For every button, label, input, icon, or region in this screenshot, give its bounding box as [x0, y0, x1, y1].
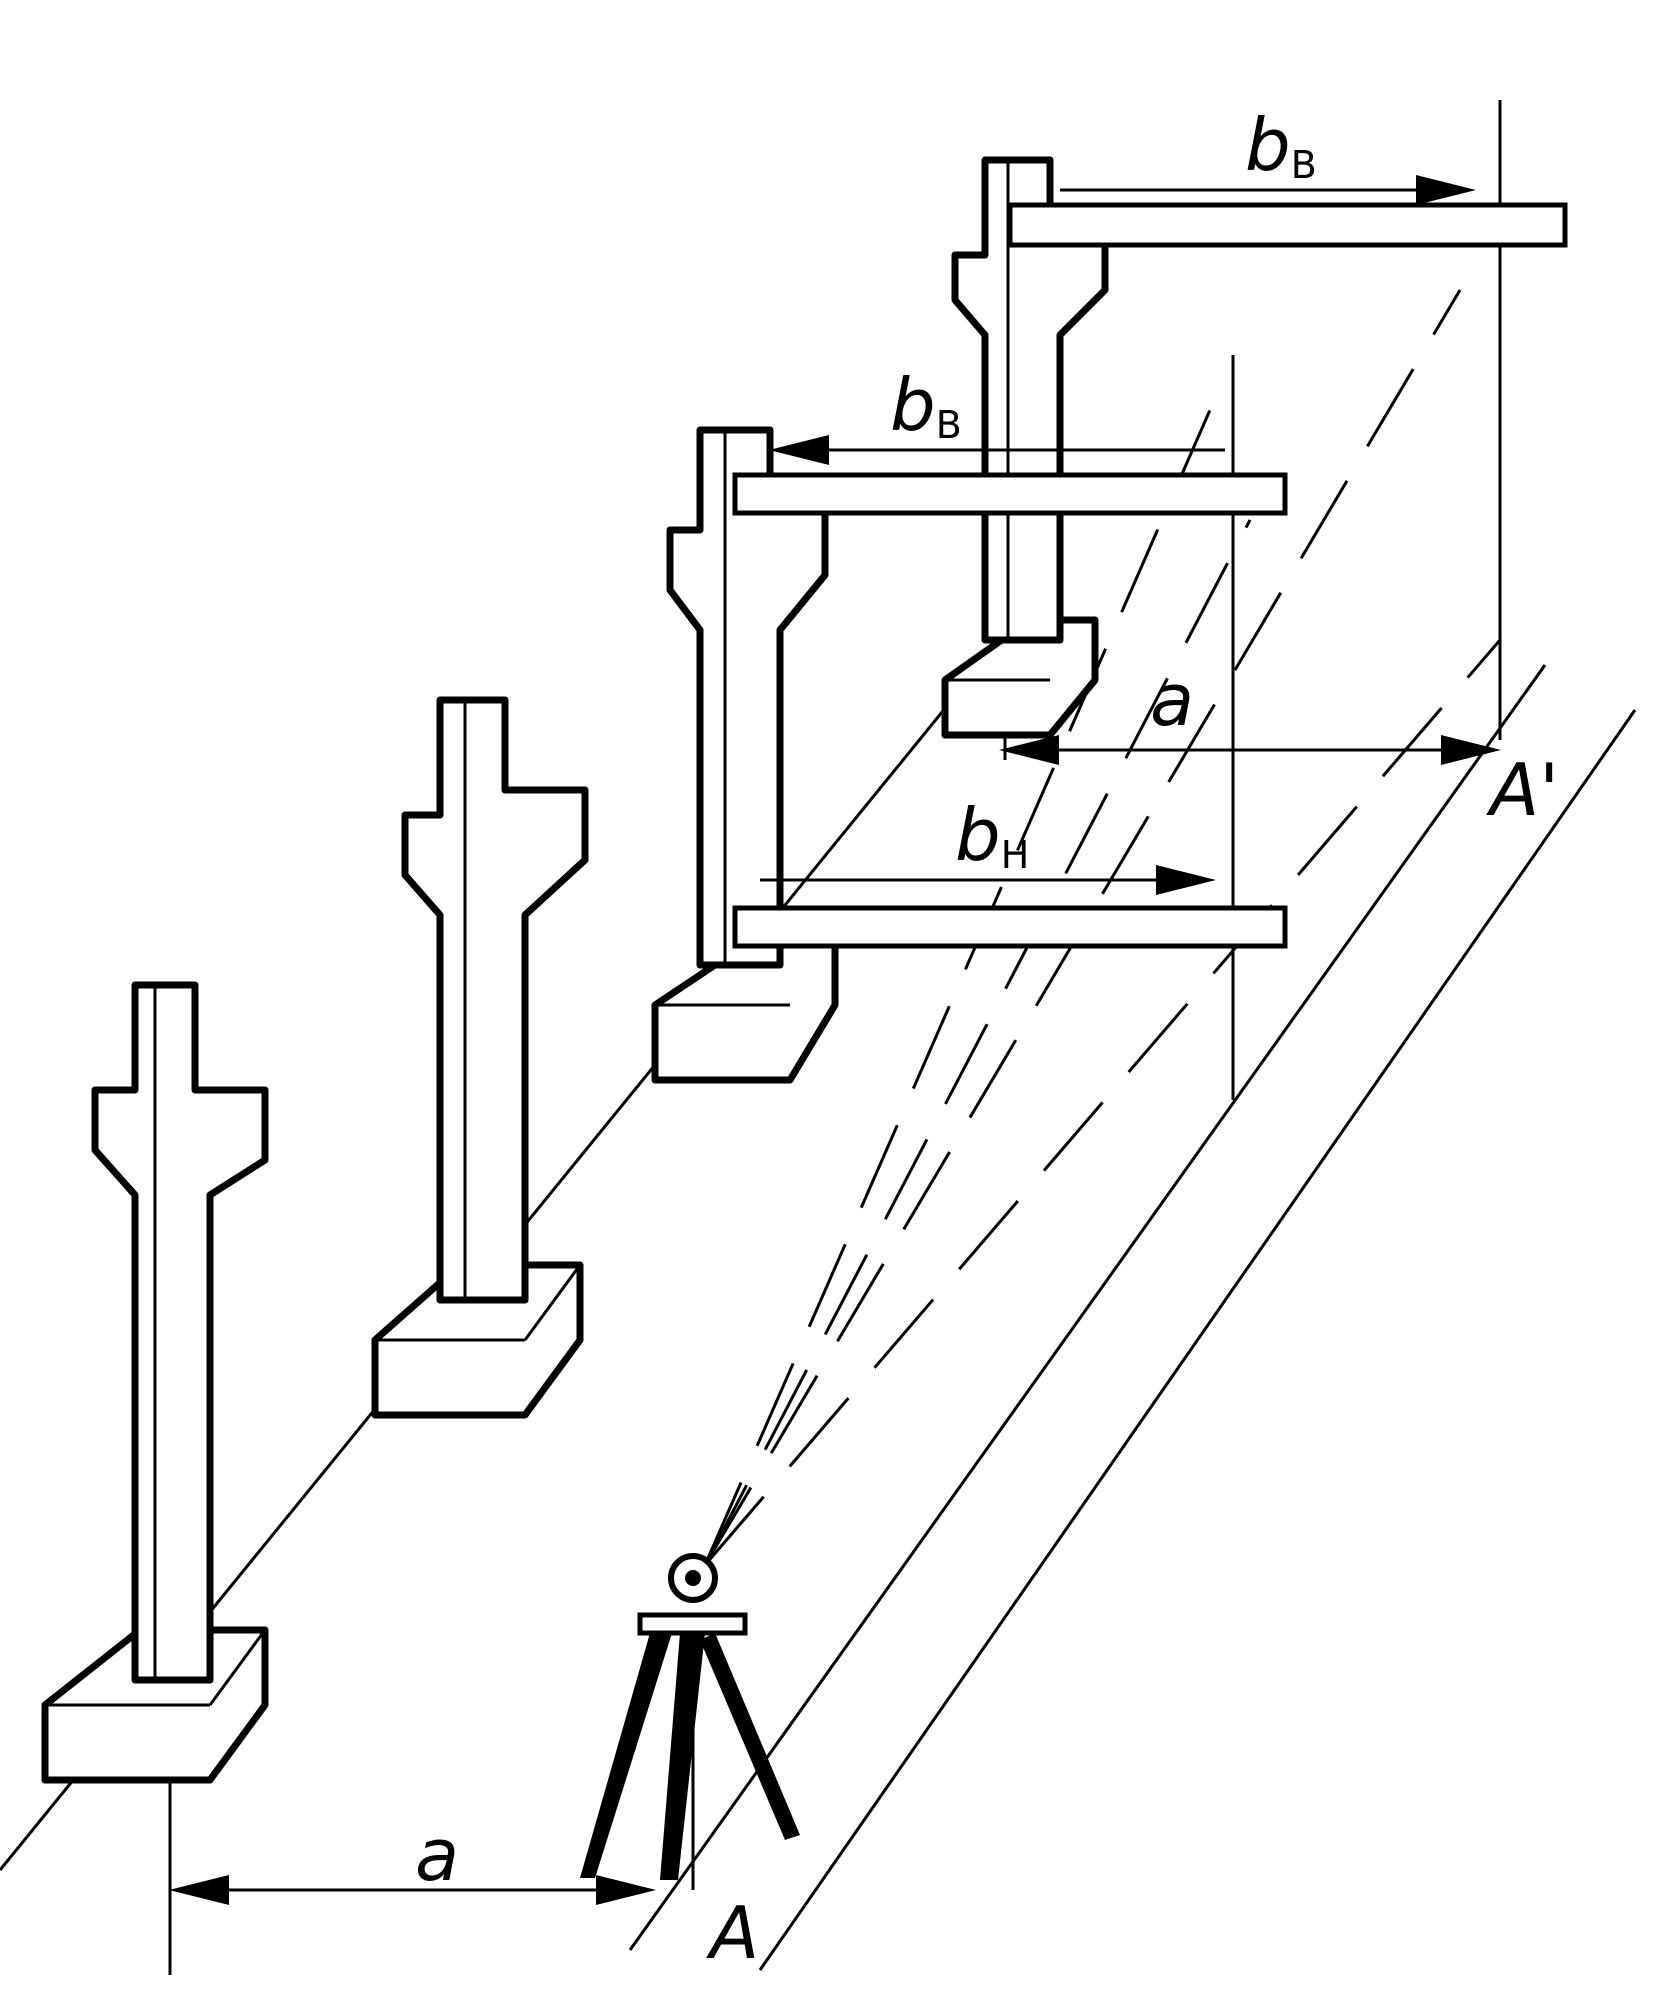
measuring-rails [732, 202, 1568, 949]
tripod-leg-left [580, 1633, 672, 1878]
label-a-bottom: a [415, 1813, 459, 1897]
tripod-leg-center [660, 1633, 705, 1880]
tripod-head [637, 1612, 748, 1636]
tripod-leg-right [700, 1633, 800, 1840]
label-b-top: bB [1245, 103, 1317, 187]
sight-line-2 [703, 519, 1252, 1566]
offset-axis-outer [758, 709, 1637, 1971]
column-4-shaft [951, 156, 1109, 644]
rail-middle [732, 472, 1288, 516]
column-3-shaft [666, 426, 829, 969]
label-point-A-prime: A' [1486, 748, 1559, 832]
column-1 [41, 981, 269, 1784]
dimension-lines [169, 175, 1501, 1905]
sight-line-1 [703, 409, 1212, 1566]
offset-axis-inner [628, 664, 1547, 1951]
column-1-shaft [91, 981, 269, 1684]
labels: bB bB bH a a A A' [415, 103, 1559, 1975]
label-b-low: bH [955, 793, 1029, 877]
label-a-top: a [1150, 658, 1194, 742]
rail-lower [732, 905, 1288, 949]
label-b-mid: bB [890, 363, 962, 447]
column-2-shaft [401, 696, 589, 1304]
sight-line-3 [703, 289, 1462, 1566]
column-4 [941, 156, 1109, 739]
sight-lines [703, 289, 1502, 1566]
label-point-A: A [706, 1891, 759, 1975]
column-3 [651, 426, 839, 1084]
theodolite-tripod [580, 1553, 800, 1890]
rail-top [1007, 202, 1568, 248]
column-2 [371, 696, 589, 1419]
sight-line-4 [703, 639, 1502, 1566]
